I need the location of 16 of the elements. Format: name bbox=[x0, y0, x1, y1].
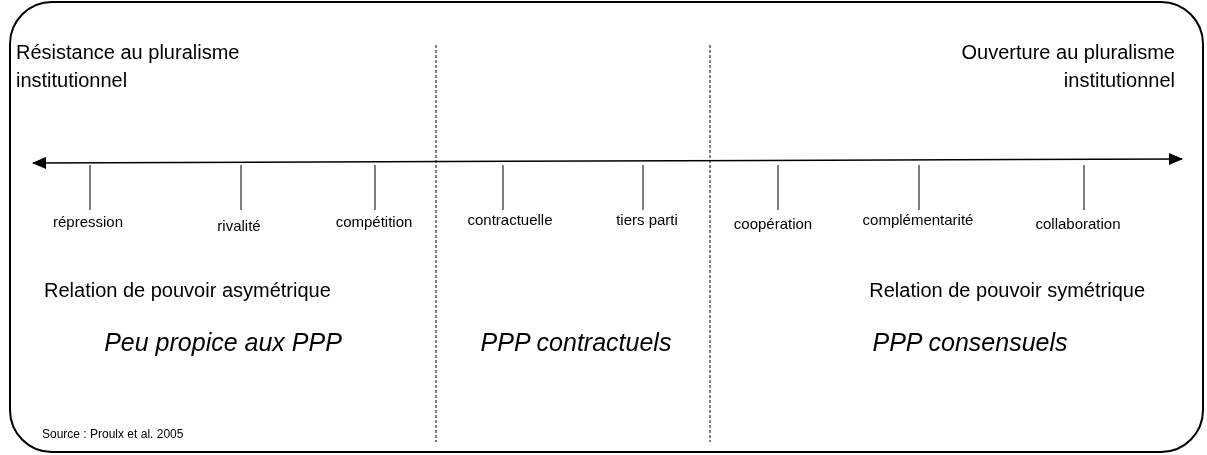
pole-heading: Résistance au pluralisme institutionnel bbox=[16, 40, 241, 93]
relation-label: Relation de pouvoir asymétrique bbox=[44, 278, 331, 303]
zone-label: Peu propice aux PPP bbox=[104, 327, 342, 358]
pole-heading: Ouverture au pluralisme institutionnel bbox=[960, 40, 1175, 93]
scale-label: compétition bbox=[335, 212, 413, 232]
scale-label: complémentarité bbox=[862, 210, 974, 230]
scale-label: répression bbox=[53, 212, 123, 232]
scale-label: rivalité bbox=[217, 216, 261, 236]
scale-label: tiers parti bbox=[616, 210, 678, 230]
source-note: Source : Proulx et al. 2005 bbox=[42, 426, 184, 442]
zone-label: PPP contractuels bbox=[480, 327, 672, 358]
zone-label: PPP consensuels bbox=[872, 327, 1068, 358]
scale-label: coopération bbox=[733, 214, 813, 234]
scale-label: collaboration bbox=[1035, 214, 1121, 234]
relation-label: Relation de pouvoir symétrique bbox=[869, 278, 1145, 303]
scale-label: contractuelle bbox=[467, 210, 553, 230]
